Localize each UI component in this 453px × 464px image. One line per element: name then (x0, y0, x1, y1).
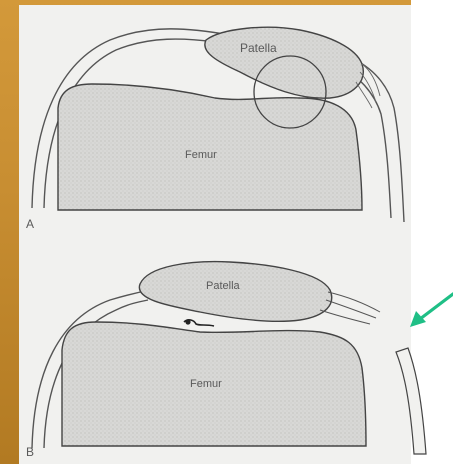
distal-tendon-stump-b (396, 348, 426, 454)
femur-a (58, 84, 362, 210)
patella-a (205, 27, 363, 98)
panel-letter-a: A (26, 217, 34, 231)
patella-label-b: Patella (206, 280, 241, 292)
pointer-arrow (410, 294, 453, 327)
patella-label-a: Patella (240, 41, 277, 55)
femur-label-b: Femur (190, 378, 222, 390)
panel-letter-b: B (26, 445, 34, 459)
panel-a: Patella Femur A (26, 27, 404, 231)
femur-label-a: Femur (185, 149, 217, 161)
panel-b: Patella Femur B (26, 262, 426, 459)
arrow-head-icon (410, 311, 426, 327)
